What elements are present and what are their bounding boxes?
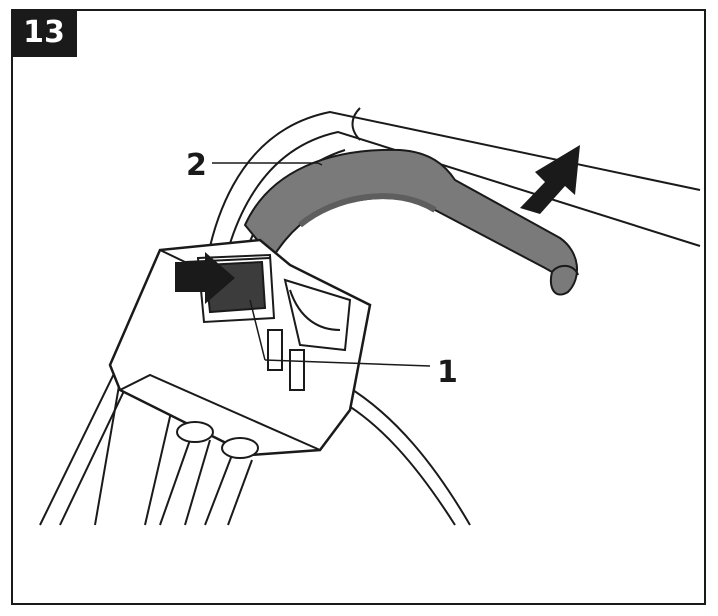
lift-arrow-icon <box>520 145 580 214</box>
frame-legs <box>39 299 471 526</box>
step-number-badge: 13 <box>11 9 77 57</box>
push-arrow-icon <box>175 252 235 304</box>
callout-2: 2 <box>186 148 207 183</box>
latch-housing <box>108 238 372 459</box>
callout-1: 1 <box>437 355 458 390</box>
leader-line-1 <box>249 299 266 361</box>
